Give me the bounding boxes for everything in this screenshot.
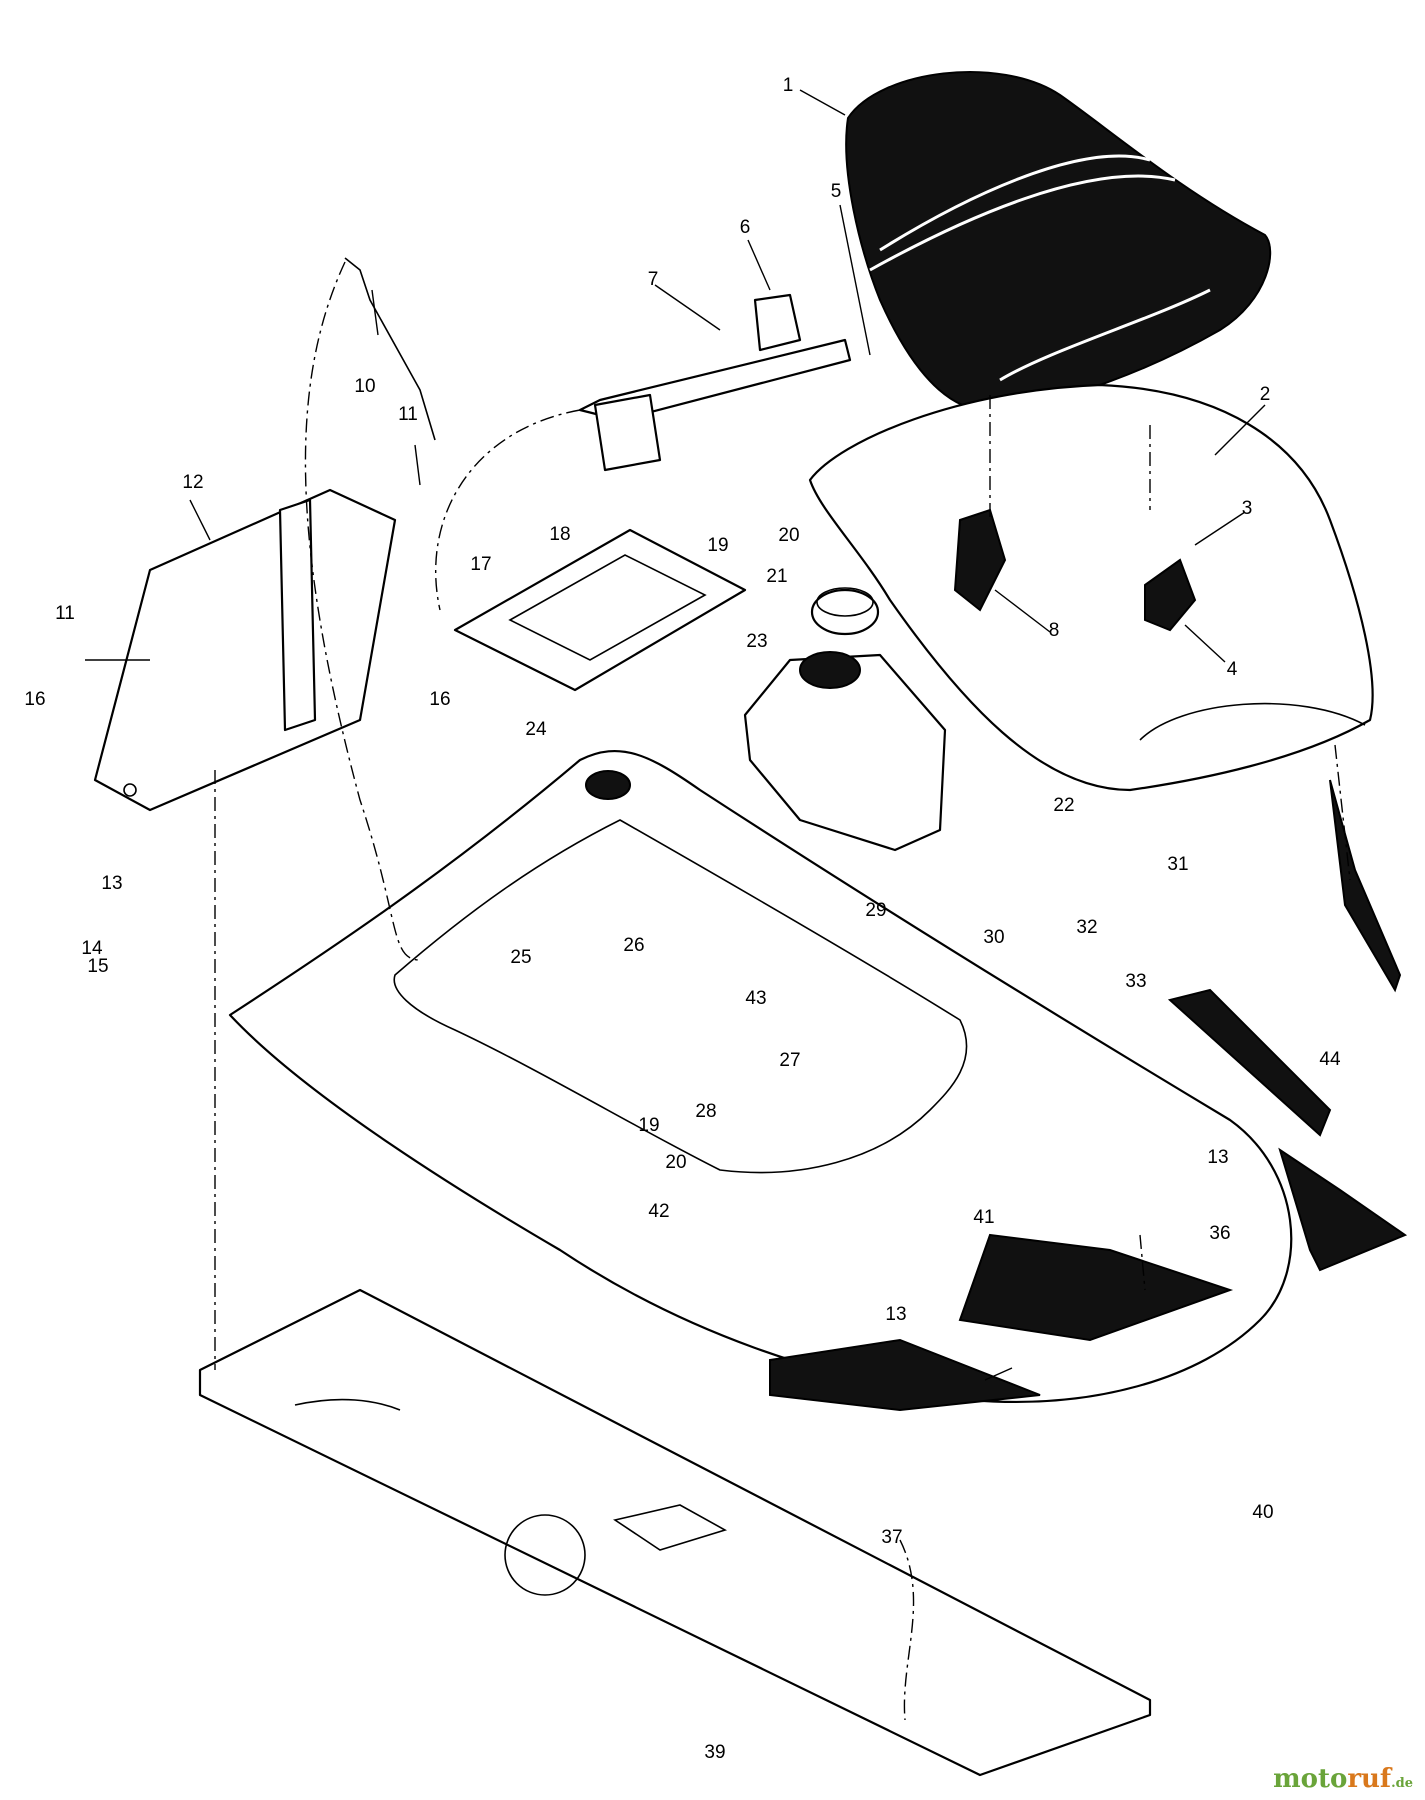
- callout-29: 29: [865, 900, 886, 921]
- fuel-tank: [743, 651, 947, 852]
- callouts: 1 2 3 4 5 6 7 8 10 11 11 12 13 13 13 14 …: [24, 75, 1341, 1763]
- callout-43: 43: [745, 988, 766, 1009]
- callout-42: 42: [648, 1201, 669, 1222]
- callout-33: 33: [1125, 971, 1146, 992]
- watermark-suffix: .de: [1391, 1776, 1413, 1791]
- callout-21: 21: [766, 566, 787, 587]
- callout-26: 26: [623, 935, 644, 956]
- callout-17: 17: [470, 554, 491, 575]
- callout-5: 5: [831, 181, 842, 202]
- callout-44: 44: [1319, 1049, 1341, 1070]
- seat-pan-bracket: [578, 293, 852, 472]
- callout-13-right: 13: [1207, 1147, 1228, 1168]
- watermark-main: moto: [1273, 1764, 1348, 1794]
- callout-27: 27: [779, 1050, 800, 1071]
- leader-lines: [85, 89, 1266, 1381]
- callout-23: 23: [746, 631, 767, 652]
- callout-1: 1: [783, 75, 794, 96]
- callout-20-bottom: 20: [665, 1152, 686, 1173]
- main-body: [228, 750, 1293, 1412]
- watermark-accent: ruf: [1347, 1764, 1392, 1794]
- callout-11-top: 11: [398, 404, 418, 425]
- fuel-cap: [810, 587, 880, 636]
- callout-32: 32: [1076, 917, 1097, 938]
- callout-19-bottom: 19: [638, 1115, 659, 1136]
- callout-14: 14: [81, 938, 103, 959]
- callout-10: 10: [354, 376, 375, 397]
- callout-6: 6: [740, 217, 751, 238]
- assembly-lines: [214, 261, 1351, 1721]
- pivot-bracket: [93, 488, 397, 812]
- callout-39: 39: [704, 1742, 725, 1763]
- callout-3: 3: [1242, 498, 1253, 519]
- callout-22: 22: [1053, 795, 1074, 816]
- callout-30: 30: [983, 927, 1004, 948]
- callout-13-left: 13: [101, 873, 122, 894]
- callout-16-left: 16: [24, 689, 45, 710]
- callout-37: 37: [881, 1527, 902, 1548]
- tray-plate: [453, 528, 747, 692]
- callout-8: 8: [1049, 620, 1060, 641]
- seat: [845, 71, 1272, 412]
- callout-4: 4: [1227, 659, 1238, 680]
- callout-20-top: 20: [778, 525, 799, 546]
- watermark-logo: motoruf.de: [1273, 1764, 1413, 1794]
- callout-41: 41: [973, 1207, 994, 1228]
- callout-11-left: 11: [55, 603, 75, 624]
- callout-36: 36: [1209, 1223, 1230, 1244]
- control-rod: [344, 257, 436, 441]
- callout-18: 18: [549, 524, 570, 545]
- callout-24: 24: [525, 719, 547, 740]
- callout-2: 2: [1260, 384, 1271, 405]
- callout-28: 28: [695, 1101, 716, 1122]
- callout-15: 15: [87, 956, 108, 977]
- side-trim: [1167, 779, 1408, 1272]
- callout-19-top: 19: [707, 535, 728, 556]
- callout-16-mid: 16: [429, 689, 450, 710]
- callout-40: 40: [1252, 1502, 1273, 1523]
- callout-7: 7: [648, 269, 659, 290]
- frame-plate: [198, 1288, 1152, 1777]
- callout-13-bottom: 13: [885, 1304, 906, 1325]
- callout-25: 25: [510, 947, 531, 968]
- callout-12: 12: [182, 472, 203, 493]
- callout-31: 31: [1167, 854, 1188, 875]
- rear-fender: [808, 383, 1374, 792]
